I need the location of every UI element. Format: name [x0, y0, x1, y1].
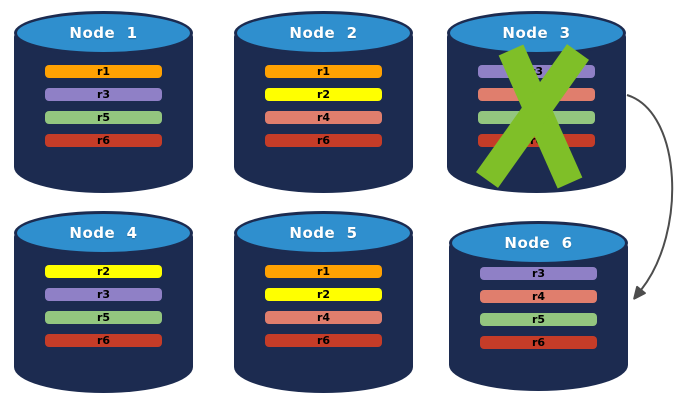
replica-bar: r1: [265, 65, 382, 78]
replica-label: r5: [96, 111, 111, 124]
node-title: Node 5: [289, 224, 358, 242]
replica-list: r1 r2 r4 r6: [265, 265, 382, 347]
replica-label: r1: [316, 65, 331, 78]
replica-label: r3: [96, 288, 111, 301]
replica-bar: r5: [45, 311, 162, 324]
cylinder-top: Node 3: [447, 11, 626, 55]
replica-bar: r6: [265, 134, 382, 147]
replica-list: r2 r3 r5 r6: [45, 265, 162, 347]
node-title: Node 6: [504, 234, 573, 252]
replica-label: r3: [531, 267, 546, 280]
replica-bar: r4: [265, 111, 382, 124]
replica-bar: r1: [265, 265, 382, 278]
cylinder-top: Node 1: [14, 11, 193, 55]
replica-label: r2: [96, 265, 111, 278]
replica-bar: r6: [480, 336, 597, 349]
replica-list: r1 r3 r5 r6: [45, 65, 162, 147]
node-4: Node 4 r2 r3 r5 r6: [14, 211, 193, 393]
replica-label: r4: [316, 111, 331, 124]
replica-list: r1 r2 r4 r6: [265, 65, 382, 147]
node-title: Node 1: [69, 24, 138, 42]
replica-label: r1: [316, 265, 331, 278]
replica-label: r5: [96, 311, 111, 324]
replica-bar: r6: [45, 134, 162, 147]
replica-label: r6: [96, 334, 111, 347]
cylinder-top: Node 2: [234, 11, 413, 55]
replica-label: r2: [316, 88, 331, 101]
node-3: Node 3 r3 r4 r5 r6: [447, 11, 626, 193]
replica-label: r2: [316, 288, 331, 301]
replica-bar: r5: [45, 111, 162, 124]
replica-label: r4: [316, 311, 331, 324]
cylinder-top: Node 6: [449, 221, 628, 265]
replica-bar: r2: [45, 265, 162, 278]
replica-bar: r3: [45, 88, 162, 101]
replica-label: r3: [96, 88, 111, 101]
replica-bar: r2: [265, 88, 382, 101]
node-title: Node 4: [69, 224, 138, 242]
replica-bar: r6: [265, 334, 382, 347]
cylinder-top: Node 5: [234, 211, 413, 255]
replica-label: r6: [316, 134, 331, 147]
node-1: Node 1 r1 r3 r5 r6: [14, 11, 193, 193]
node-6: Node 6 r3 r4 r5 r6: [449, 221, 628, 391]
replica-bar: r6: [45, 334, 162, 347]
replica-bar: r4: [480, 290, 597, 303]
replica-bar: r5: [480, 313, 597, 326]
replica-label: r6: [316, 334, 331, 347]
failure-x-icon: [475, 44, 590, 189]
replica-label: r4: [531, 290, 546, 303]
replica-label: r6: [96, 134, 111, 147]
node-2: Node 2 r1 r2 r4 r6: [234, 11, 413, 193]
replica-label: r5: [531, 313, 546, 326]
replica-list: r3 r4 r5 r6: [480, 267, 597, 349]
node-title: Node 2: [289, 24, 358, 42]
replica-bar: r4: [265, 311, 382, 324]
node-title: Node 3: [502, 24, 571, 42]
replica-label: r1: [96, 65, 111, 78]
replica-bar: r3: [480, 267, 597, 280]
cylinder-top: Node 4: [14, 211, 193, 255]
replica-bar: r2: [265, 288, 382, 301]
node-5: Node 5 r1 r2 r4 r6: [234, 211, 413, 393]
replica-label: r6: [531, 336, 546, 349]
replica-bar: r1: [45, 65, 162, 78]
replica-bar: r3: [45, 288, 162, 301]
